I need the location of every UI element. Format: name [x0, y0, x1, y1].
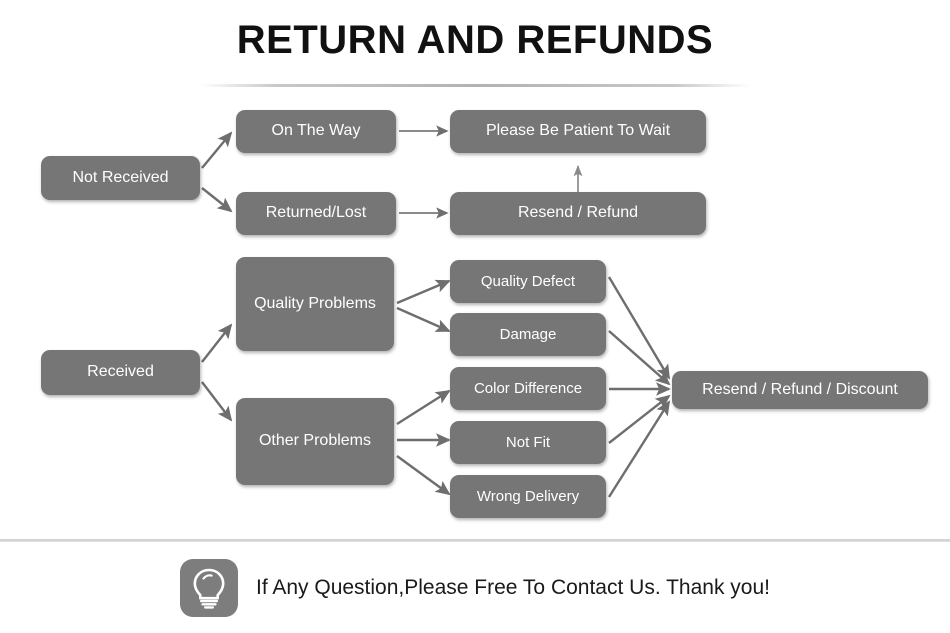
- node-color-difference[interactable]: Color Difference: [450, 367, 606, 410]
- edge-not-received-on-the-way: [201, 131, 233, 169]
- node-label: Please Be Patient To Wait: [485, 122, 671, 140]
- node-damage[interactable]: Damage: [450, 313, 606, 356]
- edge-quality-problems-quality-defect: [396, 279, 451, 305]
- node-resend-refund[interactable]: Resend / Refund: [450, 192, 706, 235]
- node-label: Resend / Refund / Discount: [702, 380, 898, 398]
- node-label: Other Problems: [258, 432, 372, 450]
- node-not-received[interactable]: Not Received: [41, 156, 200, 200]
- node-label: Received: [87, 363, 154, 381]
- edge-quality-defect-result: [607, 276, 671, 380]
- lightbulb-icon: [180, 559, 238, 617]
- node-label: Returned/Lost: [265, 204, 367, 222]
- node-label: Quality Problems: [254, 294, 376, 312]
- node-label: On The Way: [271, 122, 361, 140]
- node-wrong-delivery[interactable]: Wrong Delivery: [450, 475, 606, 518]
- edge-quality-problems-damage: [396, 306, 451, 333]
- node-label: Quality Defect: [480, 272, 576, 290]
- node-resend-refund-discount[interactable]: Resend / Refund / Discount: [672, 371, 928, 409]
- node-quality-problems[interactable]: Quality Problems: [236, 257, 394, 351]
- page-title: RETURN AND REFUNDS: [236, 18, 714, 62]
- node-label: Damage: [499, 325, 557, 343]
- node-label: Wrong Delivery: [476, 487, 580, 505]
- node-label: Resend / Refund: [517, 204, 639, 222]
- node-on-the-way[interactable]: On The Way: [236, 110, 396, 153]
- node-quality-defect[interactable]: Quality Defect: [450, 260, 606, 303]
- node-received[interactable]: Received: [41, 350, 200, 395]
- node-other-problems[interactable]: Other Problems: [236, 398, 394, 485]
- footer: If Any Question,Please Free To Contact U…: [0, 552, 950, 624]
- edge-received-other-problems: [201, 381, 233, 422]
- edge-other-problems-color-difference: [396, 389, 451, 426]
- node-please-be-patient-to-wait[interactable]: Please Be Patient To Wait: [450, 110, 706, 153]
- node-label: Not Fit: [505, 433, 551, 451]
- edge-other-problems-wrong-delivery: [396, 455, 451, 496]
- edge-not-fit-result: [608, 394, 671, 444]
- edge-wrong-delivery-result: [607, 400, 671, 498]
- edge-damage-result: [608, 330, 671, 386]
- title-divider: [200, 84, 750, 87]
- node-returned-lost[interactable]: Returned/Lost: [236, 192, 396, 235]
- footer-divider: [0, 539, 950, 542]
- node-label: Not Received: [72, 168, 169, 186]
- node-label: Color Difference: [473, 379, 583, 397]
- node-not-fit[interactable]: Not Fit: [450, 421, 606, 464]
- edge-not-received-returned-lost: [201, 187, 233, 213]
- footer-message: If Any Question,Please Free To Contact U…: [256, 576, 770, 599]
- edge-received-quality-problems: [201, 323, 233, 363]
